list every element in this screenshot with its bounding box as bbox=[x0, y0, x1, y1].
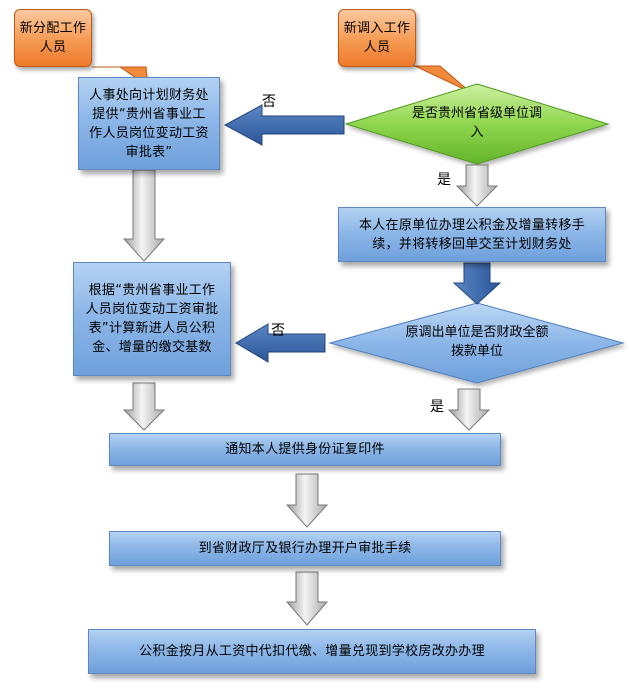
final-step-box: 公积金按月从工资中代扣代缴、增量兑现到学校房改办办理 bbox=[88, 629, 536, 674]
bank-account-text: 到省财政厅及银行办理开户审批手续 bbox=[198, 541, 412, 556]
arrow-notify-to-bank bbox=[285, 473, 329, 528]
bank-account-box: 到省财政厅及银行办理开户审批手续 bbox=[109, 531, 501, 566]
notify-id-box: 通知本人提供身份证复印件 bbox=[109, 433, 501, 466]
calc-base-box: 根据“贵州省事业工作人员岗位变动工资审批表”计算新进人员公积金、增量的缴交基数 bbox=[73, 262, 231, 376]
start-transfer-callout: 新调入工作人员 bbox=[338, 9, 416, 67]
arrow-yes-to-notify bbox=[447, 388, 491, 431]
label-no-provincial: 否 bbox=[262, 94, 276, 110]
arrow-bank-to-final bbox=[285, 571, 329, 626]
arrow-yes-to-transfer bbox=[455, 164, 499, 207]
start-new-label: 新分配工作人员 bbox=[19, 21, 87, 55]
start-transfer-label: 新调入工作人员 bbox=[343, 21, 411, 55]
notify-id-text: 通知本人提供身份证复印件 bbox=[225, 442, 385, 457]
transfer-fund-box: 本人在原单位办理公积金及增量转移手续，并将转移回单交至计划财务处 bbox=[338, 207, 606, 262]
transfer-fund-text: 本人在原单位办理公积金及增量转移手续，并将转移回单交至计划财务处 bbox=[358, 217, 586, 252]
label-yes-funding: 是 bbox=[430, 399, 444, 415]
decision-provincial-diamond bbox=[344, 83, 610, 165]
decision-full-funding-text: 原调出单位是否财政全额拨款单位 bbox=[405, 325, 549, 359]
label-no-funding: 否 bbox=[271, 323, 285, 339]
start-new-callout: 新分配工作人员 bbox=[14, 9, 92, 67]
hr-submit-box: 人事处向计划财务处提供“贵州省事业工作人员岗位变动工资审批表” bbox=[78, 77, 220, 170]
arrow-no-to-calc bbox=[235, 323, 326, 363]
start-transfer-pointer bbox=[390, 65, 471, 93]
arrow-calc-to-notify bbox=[122, 382, 166, 431]
decision-provincial-text: 是否贵州省省级单位调入 bbox=[411, 106, 542, 140]
arrow-transfer-to-decision bbox=[452, 262, 502, 305]
decision-full-funding-diamond bbox=[328, 302, 625, 384]
arrow-no-to-hr bbox=[223, 104, 345, 146]
hr-submit-text: 人事处向计划财务处提供“贵州省事业工作人员岗位变动工资审批表” bbox=[89, 87, 209, 160]
arrow-hr-to-calc bbox=[122, 169, 166, 262]
label-yes-provincial: 是 bbox=[437, 172, 451, 188]
final-step-text: 公积金按月从工资中代扣代缴、增量兑现到学校房改办办理 bbox=[139, 644, 485, 659]
calc-base-text: 根据“贵州省事业工作人员岗位变动工资审批表”计算新进人员公积金、增量的缴交基数 bbox=[85, 283, 219, 355]
